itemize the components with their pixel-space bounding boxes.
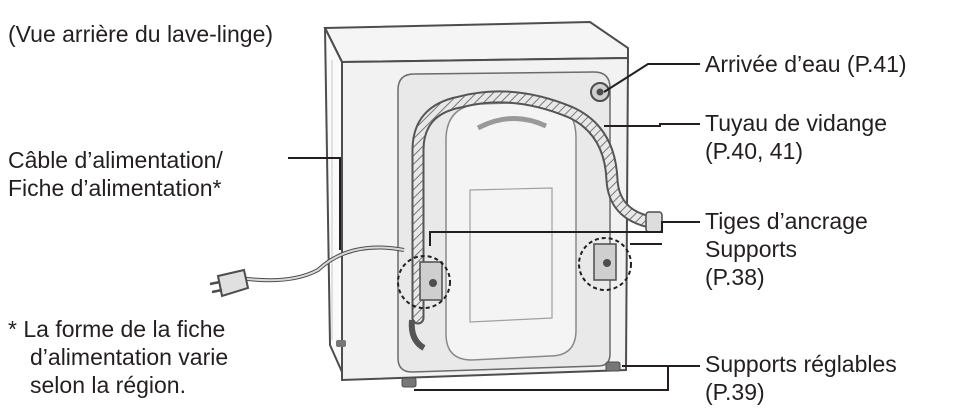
anchor-bracket-left	[397, 255, 451, 309]
label-anchor-line1: Tiges d’ancrage	[705, 208, 868, 234]
foot-left	[401, 377, 417, 388]
label-anchor-rods: Tiges d’ancrage Supports (P.38)	[705, 207, 868, 291]
power-plug	[216, 268, 250, 298]
label-adjustable-feet: Supports réglables (P.39)	[705, 350, 897, 406]
label-drain-hose: Tuyau de vidange (P.40, 41)	[705, 109, 887, 165]
label-power-line2: Fiche d’alimentation*	[8, 175, 222, 201]
leader-feet	[414, 365, 700, 391]
label-anchor-line2: Supports	[705, 236, 798, 262]
label-power-cable: Câble d’alimentation/ Fiche d’alimentati…	[8, 146, 223, 202]
label-feet-line2: (P.39)	[705, 379, 765, 405]
leader-lines	[288, 63, 700, 391]
footnote: * La forme de la fiche d’alimentation va…	[8, 315, 228, 399]
footnote-line1: * La forme de la fiche	[8, 316, 226, 342]
label-power-line1: Câble d’alimentation/	[8, 147, 223, 173]
foot-right	[605, 361, 621, 372]
machine-top	[323, 20, 629, 64]
anchor-bracket-right	[578, 237, 632, 291]
footnote-line2: d’alimentation varie	[30, 344, 229, 370]
view-caption: (Vue arrière du lave-linge)	[8, 21, 274, 47]
footnote-line3: selon la région.	[30, 372, 186, 398]
leader-anchor	[429, 221, 700, 246]
leader-drain-hose	[604, 123, 700, 127]
label-feet-line1: Supports réglables	[705, 351, 897, 377]
leader-power-cable	[288, 157, 341, 250]
label-drain-hose-line2: (P.40, 41)	[705, 138, 804, 164]
leader-water-inlet	[603, 63, 700, 93]
label-anchor-line3: (P.38)	[705, 264, 765, 290]
label-drain-hose-line1: Tuyau de vidange	[705, 110, 888, 136]
label-water-inlet: Arrivée d’eau (P.41)	[705, 51, 907, 77]
